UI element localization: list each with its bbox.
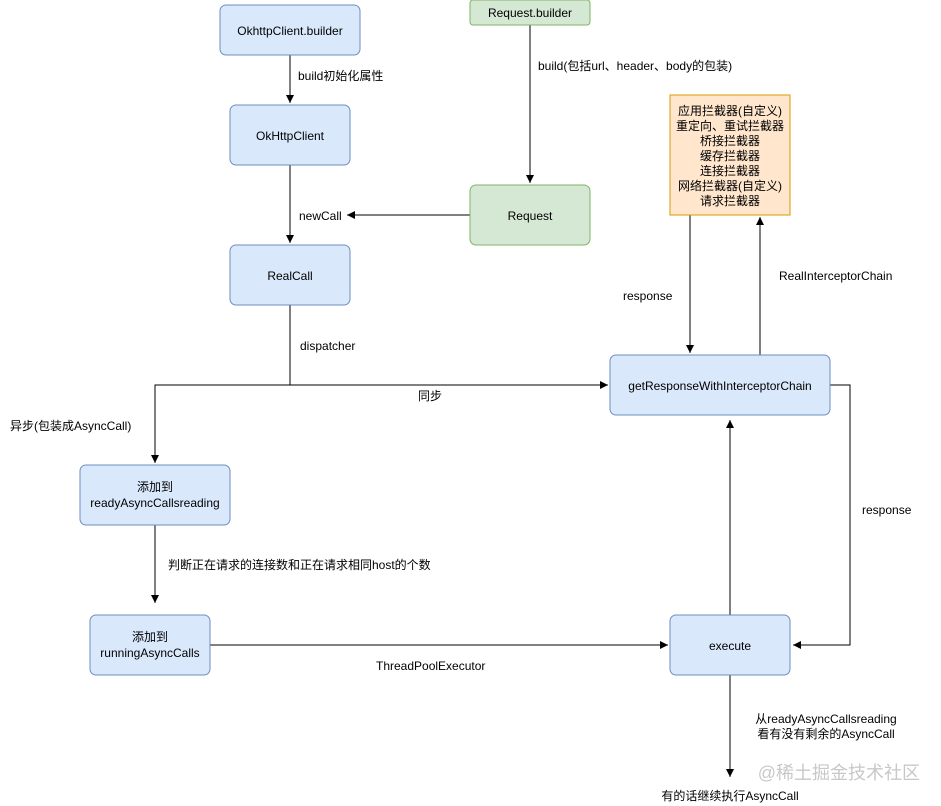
node-request-builder: Request.builder: [469, 0, 591, 26]
node-okhttp-client-label: OkHttpClient: [256, 129, 325, 143]
node-running-calls: 添加到 runningAsyncCalls: [89, 614, 211, 676]
label-build-init: build初始化属性: [298, 69, 383, 83]
edge-get-response-to-execute: [793, 384, 851, 649]
interceptor-line: 网络拦截器(自定义): [678, 178, 782, 193]
interceptor-line: 桥接拦截器: [700, 133, 760, 148]
node-interceptors: 应用拦截器(自定义) 重定向、重试拦截器 桥接拦截器 缓存拦截器 连接拦截器 网…: [669, 94, 791, 216]
label-from-ready: 从readyAsyncCallsreading: [755, 712, 896, 726]
label-dispatcher: dispatcher: [300, 339, 355, 353]
interceptor-line: 请求拦截器: [700, 194, 760, 208]
node-request-label: Request: [508, 209, 553, 223]
node-running-calls-line: 添加到: [132, 630, 168, 644]
node-get-response-label: getResponseWithInterceptorChain: [628, 379, 811, 393]
node-request: Request: [469, 184, 591, 246]
label-judge: 判断正在请求的连接数和正在请求相同host的个数: [168, 557, 431, 572]
node-okhttp-client: OkHttpClient: [229, 104, 351, 166]
interceptor-line: 重定向、重试拦截器: [676, 118, 784, 133]
label-sync: 同步: [418, 389, 442, 403]
node-running-calls-line: runningAsyncCalls: [100, 646, 199, 660]
label-threadpool: ThreadPoolExecutor: [376, 659, 485, 673]
node-request-builder-label: Request.builder: [488, 6, 572, 20]
label-newcall: newCall: [299, 209, 342, 223]
node-okhttp-builder-label: OkhttpClient.builder: [237, 24, 342, 38]
node-ready-calls-line: readyAsyncCallsreading: [90, 496, 219, 510]
node-realcall: RealCall: [229, 244, 351, 306]
label-response-left: response: [623, 289, 673, 303]
edge-labels: build初始化属性 build(包括url、header、body的包装) n…: [10, 58, 912, 803]
node-ready-calls-line: 添加到: [137, 480, 173, 494]
node-okhttp-builder: OkhttpClient.builder: [219, 4, 361, 56]
node-realcall-label: RealCall: [267, 269, 312, 283]
label-from-ready: 看有没有剩余的AsyncCall: [757, 726, 894, 741]
node-execute: execute: [669, 614, 791, 676]
label-async: 异步(包装成AsyncCall): [10, 419, 131, 433]
edge-async-to-ready: [151, 384, 290, 463]
label-continue: 有的话继续执行AsyncCall: [661, 788, 798, 803]
interceptor-line: 应用拦截器(自定义): [678, 103, 782, 118]
watermark: @稀土掘金技术社区: [758, 763, 920, 783]
label-build-request: build(包括url、header、body的包装): [538, 58, 732, 73]
node-ready-calls: 添加到 readyAsyncCallsreading: [79, 464, 231, 526]
interceptor-line: 连接拦截器: [700, 163, 760, 178]
edges: [151, 25, 851, 777]
interceptor-line: 缓存拦截器: [700, 149, 760, 163]
node-execute-label: execute: [709, 639, 751, 653]
label-chain: RealInterceptorChain: [779, 269, 892, 283]
node-get-response: getResponseWithInterceptorChain: [609, 354, 831, 416]
label-response-right: response: [862, 503, 912, 517]
